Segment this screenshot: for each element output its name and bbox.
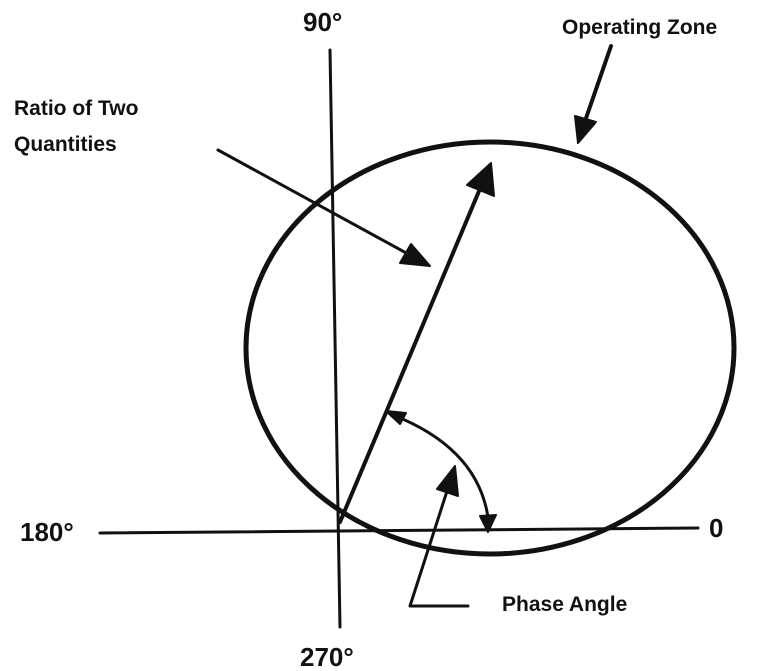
label-180-degrees: 180° bbox=[20, 517, 74, 547]
operating-zone-pointer-shaft bbox=[582, 44, 613, 126]
label-0-degrees: 0 bbox=[709, 513, 723, 543]
phase-angle-pointer-leader bbox=[408, 486, 470, 608]
label-ratio-line-2: Quantities bbox=[14, 133, 117, 156]
label-operating-zone: Operating Zone bbox=[562, 16, 717, 39]
horizontal-axis bbox=[98, 526, 700, 535]
label-phase-angle: Phase Angle bbox=[502, 593, 627, 616]
label-90-degrees: 90° bbox=[303, 7, 342, 37]
phase-angle-pointer-arrowhead bbox=[436, 465, 459, 497]
operating-zone-circle bbox=[243, 139, 737, 557]
phase-angle-arc-arrowhead-bottom bbox=[479, 514, 497, 533]
operating-zone-pointer-arrowhead bbox=[574, 115, 597, 144]
vertical-axis bbox=[328, 48, 342, 629]
ratio-vector-shaft bbox=[338, 182, 484, 524]
label-270-degrees: 270° bbox=[300, 642, 354, 671]
ratio-pointer-arrowhead bbox=[399, 243, 431, 267]
phase-angle-arc-arrowhead-top bbox=[385, 410, 407, 425]
ratio-vector-arrowhead bbox=[466, 162, 495, 197]
phase-angle-arc bbox=[391, 413, 491, 527]
label-ratio-line-1: Ratio of Two bbox=[14, 97, 138, 120]
ratio-pointer-shaft bbox=[216, 148, 410, 256]
